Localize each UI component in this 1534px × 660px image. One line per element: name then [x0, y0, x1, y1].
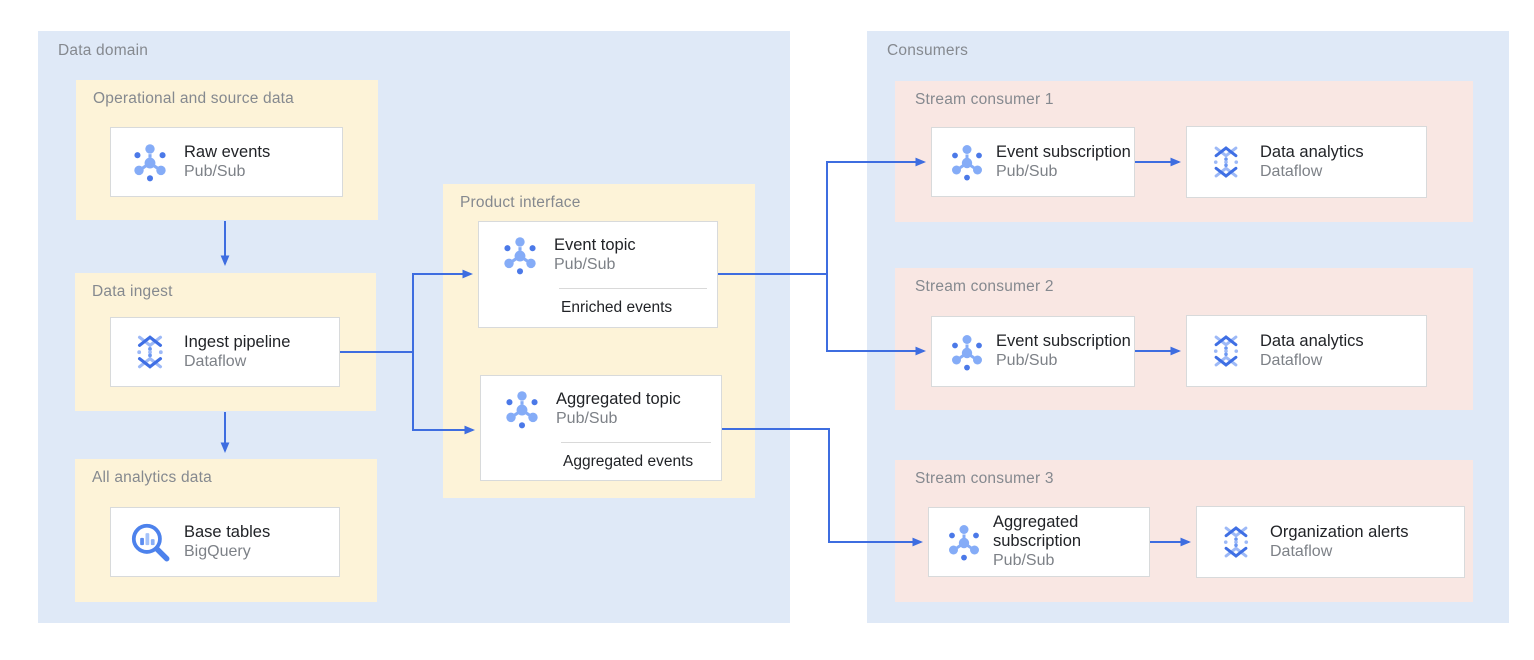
pubsub-icon	[944, 330, 990, 374]
card-title: Event topic	[554, 236, 636, 254]
consumers-title: Consumers	[887, 42, 969, 59]
data-domain-title: Data domain	[58, 42, 149, 59]
card-title: Data analytics	[1260, 332, 1364, 350]
card-title: Data analytics	[1260, 143, 1364, 161]
card-base-tables: Base tables BigQuery	[110, 507, 340, 577]
card-title: Aggregated topic	[556, 390, 681, 408]
card-title: Organization alerts	[1270, 523, 1409, 541]
card-subtitle: Pub/Sub	[556, 410, 618, 427]
card-event-subscription-1: Event subscription Pub/Sub	[931, 127, 1135, 197]
zone-title: Operational and source data	[93, 90, 295, 107]
card-subtitle: Dataflow	[1270, 543, 1333, 560]
card-data-analytics-1: Data analytics Dataflow	[1186, 126, 1427, 198]
pubsub-icon	[944, 140, 990, 184]
card-subtitle: Dataflow	[1260, 352, 1323, 369]
card-subtitle: Pub/Sub	[184, 163, 246, 180]
zone-data-ingest: Data ingest Ingest pipeline Dataflow	[75, 273, 376, 411]
row-stream-consumer-3: Stream consumer 3 Aggregated subscriptio…	[895, 460, 1473, 602]
divider	[559, 288, 707, 289]
pubsub-icon	[496, 232, 544, 278]
pubsub-icon	[126, 139, 174, 185]
card-raw-events: Raw events Pub/Sub	[110, 127, 343, 197]
card-subtitle: Dataflow	[1260, 163, 1323, 180]
divider	[561, 442, 711, 443]
card-title: Aggregated subscription	[993, 513, 1082, 550]
card-data-analytics-2: Data analytics Dataflow	[1186, 315, 1427, 387]
pubsub-icon	[941, 520, 987, 564]
card-subtitle: Pub/Sub	[554, 256, 616, 273]
zone-title: Product interface	[460, 194, 581, 211]
card-title: Event subscription	[996, 142, 1131, 161]
dataflow-icon	[1212, 520, 1260, 564]
dataflow-icon	[126, 329, 174, 375]
card-ingest-pipeline: Ingest pipeline Dataflow	[110, 317, 340, 387]
card-subtitle: Pub/Sub	[993, 552, 1055, 569]
card-aggregated-subscription: Aggregated subscription Pub/Sub	[928, 507, 1150, 577]
row-stream-consumer-2: Stream consumer 2 Event subscription Pub…	[895, 268, 1473, 410]
card-subtitle: BigQuery	[184, 543, 251, 560]
consumers-container: Consumers Stream consumer 1 Event subscr…	[867, 31, 1509, 623]
card-title: Event subscription	[996, 332, 1131, 350]
row-title: Stream consumer 1	[915, 91, 1054, 108]
card-title: Ingest pipeline	[184, 333, 291, 351]
card-aggregated-topic: Aggregated topic Pub/Sub Aggregated even…	[480, 375, 722, 481]
card-event-subscription-2: Event subscription Pub/Sub	[931, 316, 1135, 387]
row-title: Stream consumer 2	[915, 278, 1054, 295]
bigquery-icon	[126, 519, 174, 565]
card-subtitle: Pub/Sub	[996, 352, 1058, 369]
row-title: Stream consumer 3	[915, 470, 1054, 487]
dataflow-icon	[1202, 329, 1250, 373]
pubsub-icon	[498, 386, 546, 432]
zone-all-analytics-data: All analytics data Base tables BigQuery	[75, 459, 377, 602]
data-domain-container: Data domain Operational and source data …	[38, 31, 790, 623]
zone-title: Data ingest	[92, 283, 173, 300]
card-subtitle: Pub/Sub	[996, 162, 1058, 180]
card-organization-alerts: Organization alerts Dataflow	[1196, 506, 1465, 578]
card-event-topic: Event topic Pub/Sub Enriched events	[478, 221, 718, 328]
topic-label: Enriched events	[561, 299, 673, 316]
card-title: Base tables	[184, 523, 271, 541]
zone-title: All analytics data	[92, 469, 212, 486]
zone-operational-source-data: Operational and source data Raw events P…	[76, 80, 378, 220]
topic-label: Aggregated events	[563, 453, 694, 470]
card-title: Raw events	[184, 143, 271, 161]
dataflow-icon	[1202, 140, 1250, 184]
card-subtitle: Dataflow	[184, 353, 247, 370]
row-stream-consumer-1: Stream consumer 1 Event subscription Pub…	[895, 81, 1473, 222]
zone-product-interface: Product interface Event topic Pub/Sub En…	[443, 184, 755, 498]
